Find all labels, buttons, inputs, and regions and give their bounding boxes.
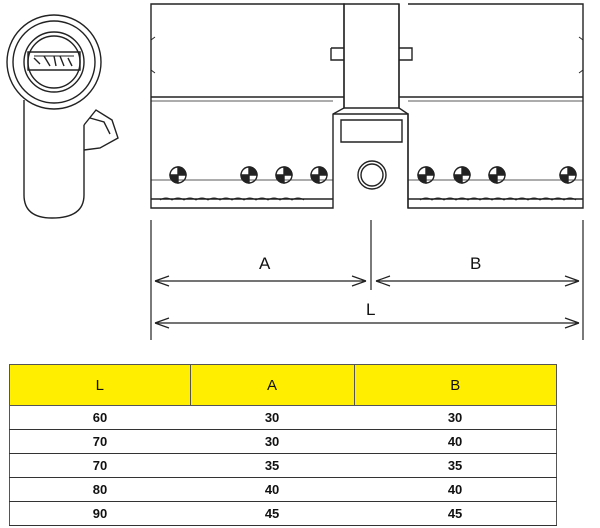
table-row: 60 30 30 [9,405,558,430]
cylinder-front-view [150,3,584,209]
pin-marker [488,166,506,184]
cell-a: 45 [190,501,355,526]
table-row: 80 40 40 [9,477,558,502]
cell-b: 40 [354,429,558,454]
dimension-b-arrow [375,275,580,287]
column-header-a: A [189,364,355,406]
column-header-l: L [9,364,191,406]
table-row: 70 35 35 [9,453,558,478]
cell-l: 70 [9,453,190,478]
cell-a: 35 [190,453,355,478]
column-header-b: B [353,364,558,406]
pin-markers [169,166,577,184]
cylinder-side-view [6,14,119,219]
dimension-table: L A B 60 30 30 70 30 40 70 35 35 80 40 4… [9,364,558,526]
cell-b: 30 [354,405,558,430]
pin-marker [275,166,293,184]
cell-l: 60 [9,405,190,430]
table-header-row: L A B [9,364,558,406]
cell-l: 70 [9,429,190,454]
table-row: 90 45 45 [9,501,558,526]
pin-marker [169,166,187,184]
cell-a: 30 [190,405,355,430]
pin-marker [310,166,328,184]
cell-l: 90 [9,501,190,526]
pin-marker [240,166,258,184]
cell-l: 80 [9,477,190,502]
cell-b: 40 [354,477,558,502]
pin-marker [559,166,577,184]
cell-a: 40 [190,477,355,502]
cell-b: 45 [354,501,558,526]
table-row: 70 30 40 [9,429,558,454]
dimension-lines [150,220,584,340]
cell-a: 30 [190,429,355,454]
pin-marker [453,166,471,184]
pin-marker [417,166,435,184]
dimension-a-arrow [154,275,367,287]
dimension-l-arrow [154,317,580,329]
cell-b: 35 [354,453,558,478]
